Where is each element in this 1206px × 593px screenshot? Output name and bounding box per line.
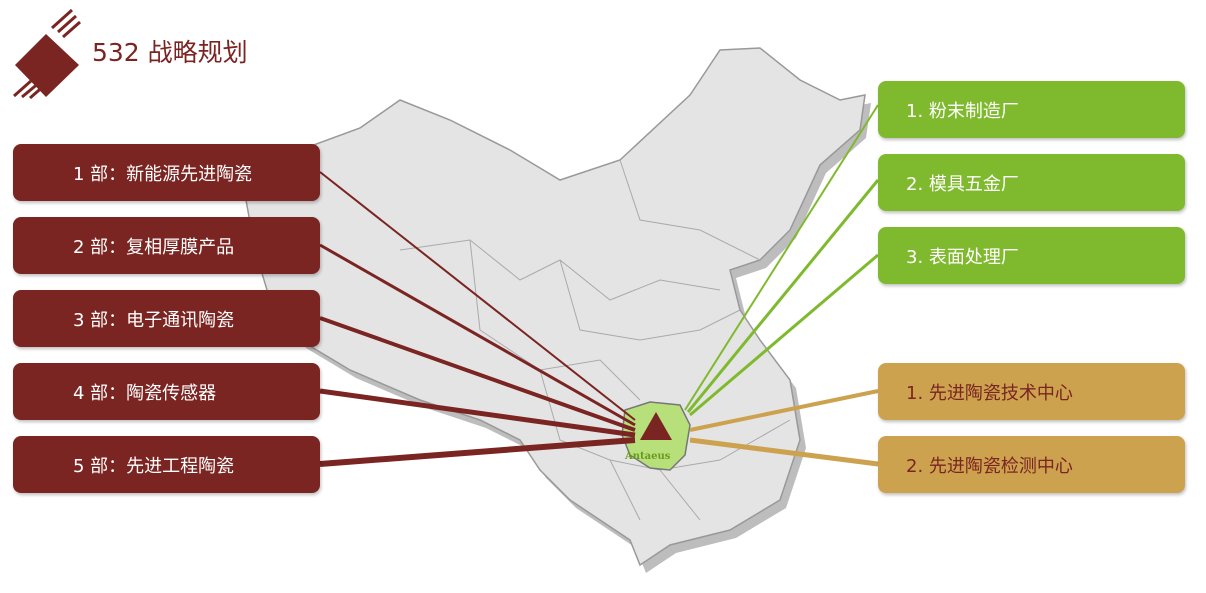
page-title: 532 战略规划 <box>92 38 248 67</box>
logo-mark <box>640 412 672 440</box>
department-3: 3 部：电子通讯陶瓷 <box>13 290 320 347</box>
title-logo-icon <box>13 8 81 100</box>
department-5: 5 部：先进工程陶瓷 <box>13 436 320 493</box>
center-2: 2. 先进陶瓷检测中心 <box>878 436 1185 493</box>
department-4: 4 部：陶瓷传感器 <box>13 363 320 420</box>
company-logo-text: Antaeus <box>625 451 671 462</box>
factory-1: 1. 粉末制造厂 <box>878 81 1185 138</box>
department-2: 2 部：复相厚膜产品 <box>13 217 320 274</box>
factory-3: 3. 表面处理厂 <box>878 227 1185 284</box>
factory-2: 2. 模具五金厂 <box>878 154 1185 211</box>
department-1: 1 部：新能源先进陶瓷 <box>13 144 320 201</box>
center-1: 1. 先进陶瓷技术中心 <box>878 363 1185 420</box>
connector-lines <box>319 104 880 467</box>
